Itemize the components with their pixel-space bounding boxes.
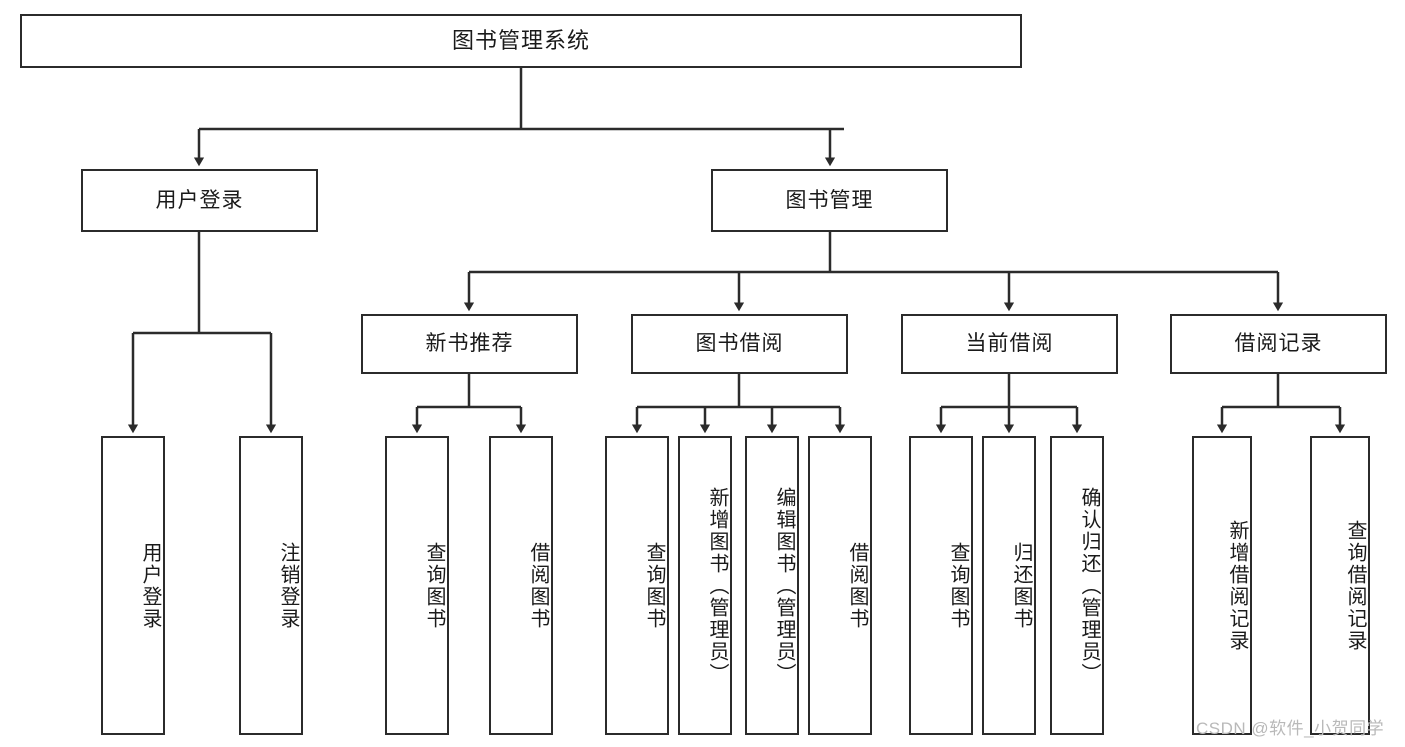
leaf-recommend-query-book[interactable]: 查询图书	[385, 436, 449, 735]
node-book-borrowing[interactable]: 图书借阅	[631, 314, 848, 374]
node-label: 图书管理系统	[451, 27, 590, 53]
node-label: 用户登录	[155, 188, 244, 212]
node-current-borrowing[interactable]: 当前借阅	[901, 314, 1118, 374]
node-label: 查询图书	[643, 541, 665, 630]
leaf-add-book-admin[interactable]: 新增图书（管理员）	[678, 436, 732, 735]
node-label: 借阅图书	[527, 541, 549, 630]
node-label: 新增借阅记录	[1226, 519, 1248, 652]
leaf-add-borrow-record[interactable]: 新增借阅记录	[1192, 436, 1252, 735]
node-user-login[interactable]: 用户登录	[81, 169, 318, 232]
node-label: 新书推荐	[425, 332, 514, 356]
node-root-book-management-system[interactable]: 图书管理系统	[20, 14, 1022, 68]
node-label: 图书管理	[785, 188, 874, 212]
node-label: 借阅图书	[846, 541, 868, 630]
node-new-book-recommendation[interactable]: 新书推荐	[361, 314, 578, 374]
node-label: 新增图书（管理员）	[706, 486, 728, 685]
node-label: 确认归还（管理员）	[1078, 486, 1100, 685]
leaf-logout[interactable]: 注销登录	[239, 436, 303, 735]
leaf-query-borrow-record[interactable]: 查询借阅记录	[1310, 436, 1370, 735]
node-label: 当前借阅	[965, 332, 1054, 356]
leaf-edit-book-admin[interactable]: 编辑图书（管理员）	[745, 436, 799, 735]
node-label: 归还图书	[1010, 541, 1032, 630]
node-book-management[interactable]: 图书管理	[711, 169, 948, 232]
leaf-borrow-book[interactable]: 借阅图书	[808, 436, 872, 735]
node-label: 用户登录	[139, 541, 161, 630]
node-label: 查询图书	[423, 541, 445, 630]
node-label: 编辑图书（管理员）	[773, 486, 795, 685]
leaf-user-login[interactable]: 用户登录	[101, 436, 165, 735]
csdn-watermark: CSDN @软件_小贺同学	[1196, 719, 1385, 738]
node-label: 借阅记录	[1234, 332, 1323, 356]
node-label: 查询图书	[947, 541, 969, 630]
leaf-confirm-return-admin[interactable]: 确认归还（管理员）	[1050, 436, 1104, 735]
leaf-borrow-query-book[interactable]: 查询图书	[605, 436, 669, 735]
node-label: 查询借阅记录	[1344, 519, 1366, 652]
node-label: 注销登录	[277, 541, 299, 630]
leaf-recommend-borrow-book[interactable]: 借阅图书	[489, 436, 553, 735]
node-borrowing-records[interactable]: 借阅记录	[1170, 314, 1387, 374]
leaf-return-book[interactable]: 归还图书	[982, 436, 1036, 735]
node-label: 图书借阅	[695, 332, 784, 356]
leaf-current-query-book[interactable]: 查询图书	[909, 436, 973, 735]
